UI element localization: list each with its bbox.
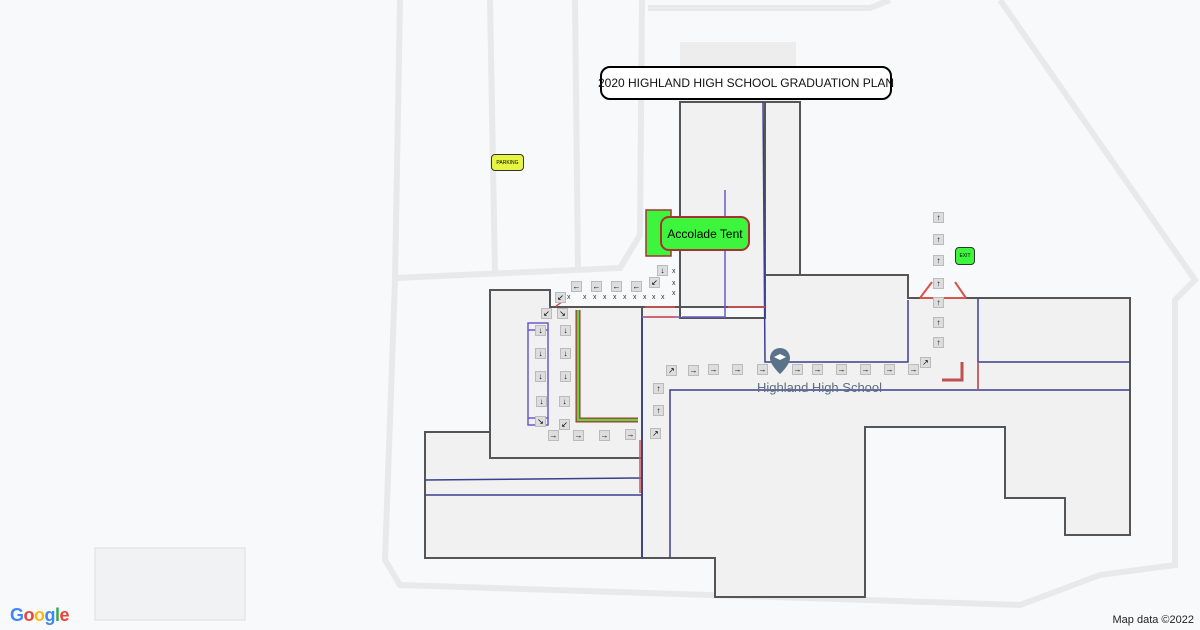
- arrow-d-icon: ↓: [559, 396, 570, 407]
- arrow-d-icon: ↓: [535, 348, 546, 359]
- arrow-u-icon: ↑: [933, 317, 944, 328]
- arrow-r-icon: →: [708, 364, 719, 375]
- arrow-r-icon: →: [908, 364, 919, 375]
- arrow-r-icon: →: [625, 429, 636, 440]
- arrow-dl-icon: ↙: [555, 292, 566, 303]
- school-place-label[interactable]: Highland High School: [757, 380, 883, 395]
- arrow-d-icon: ↓: [535, 325, 546, 336]
- map-title: 2020 HIGHLAND HIGH SCHOOL GRADUATION PLA…: [598, 66, 894, 100]
- seat-marker-icon: x: [567, 294, 571, 301]
- arrow-d-icon: ↓: [657, 265, 668, 276]
- arrow-r-icon: →: [884, 364, 895, 375]
- arrow-d-icon: ↓: [560, 371, 571, 382]
- arrow-u-icon: ↑: [933, 234, 944, 245]
- arrow-r-icon: →: [688, 365, 699, 376]
- seat-marker-icon: x: [643, 294, 647, 301]
- arrow-r-icon: →: [573, 430, 584, 441]
- arrow-r-icon: →: [757, 364, 768, 375]
- arrow-u-icon: ↑: [653, 383, 664, 394]
- arrow-dr-icon: ↘: [557, 308, 568, 319]
- seat-marker-icon: x: [583, 294, 587, 301]
- arrow-dr-icon: ↘: [535, 416, 546, 427]
- seat-marker-icon: x: [672, 290, 676, 297]
- arrow-dl-icon: ↙: [559, 419, 570, 430]
- arrow-l-icon: ←: [611, 281, 622, 292]
- arrow-dl-icon: ↙: [649, 277, 660, 288]
- arrow-r-icon: →: [836, 364, 847, 375]
- seat-marker-icon: x: [672, 268, 676, 275]
- arrow-u-icon: ↑: [933, 337, 944, 348]
- map-attribution[interactable]: Map data ©2022: [1112, 614, 1195, 626]
- arrow-l-icon: ←: [591, 281, 602, 292]
- barriers-red: [555, 281, 979, 493]
- arrow-d-icon: ↓: [560, 348, 571, 359]
- arrow-ur-icon: ↗: [920, 357, 931, 368]
- arrow-ur-icon: ↗: [650, 428, 661, 439]
- arrow-r-icon: →: [548, 430, 559, 441]
- seat-marker-icon: x: [633, 294, 637, 301]
- arrow-ur-icon: ↗: [666, 365, 677, 376]
- arrow-d-icon: ↓: [560, 325, 571, 336]
- arrow-dl-icon: ↙: [541, 308, 552, 319]
- arrow-u-icon: ↑: [933, 212, 944, 223]
- seat-marker-icon: x: [603, 294, 607, 301]
- seat-marker-icon: x: [613, 294, 617, 301]
- arrow-u-icon: ↑: [933, 278, 944, 289]
- accolade-tent-label[interactable]: Accolade Tent: [660, 216, 750, 251]
- seat-marker-icon: x: [593, 294, 597, 301]
- arrow-u-icon: ↑: [653, 405, 664, 416]
- parking-label[interactable]: PARKING: [491, 154, 524, 171]
- arrow-l-icon: ←: [631, 281, 642, 292]
- arrow-r-icon: →: [812, 364, 823, 375]
- roads: [381, 0, 1199, 609]
- arrow-d-icon: ↓: [536, 396, 547, 407]
- seat-marker-icon: x: [661, 294, 665, 301]
- arrow-d-icon: ↓: [535, 371, 546, 382]
- arrow-u-icon: ↑: [933, 297, 944, 308]
- building-southwest: [94, 547, 246, 621]
- seat-marker-icon: x: [623, 294, 627, 301]
- arrow-r-icon: →: [599, 430, 610, 441]
- exit-label[interactable]: EXIT: [955, 247, 975, 265]
- seat-marker-icon: x: [672, 280, 676, 287]
- arrow-u-icon: ↑: [933, 255, 944, 266]
- seat-marker-icon: x: [652, 294, 656, 301]
- arrow-r-icon: →: [732, 364, 743, 375]
- school-marker-icon: [770, 348, 790, 374]
- arrow-l-icon: ←: [571, 281, 582, 292]
- arrow-r-icon: →: [860, 364, 871, 375]
- arrow-r-icon: →: [792, 364, 803, 375]
